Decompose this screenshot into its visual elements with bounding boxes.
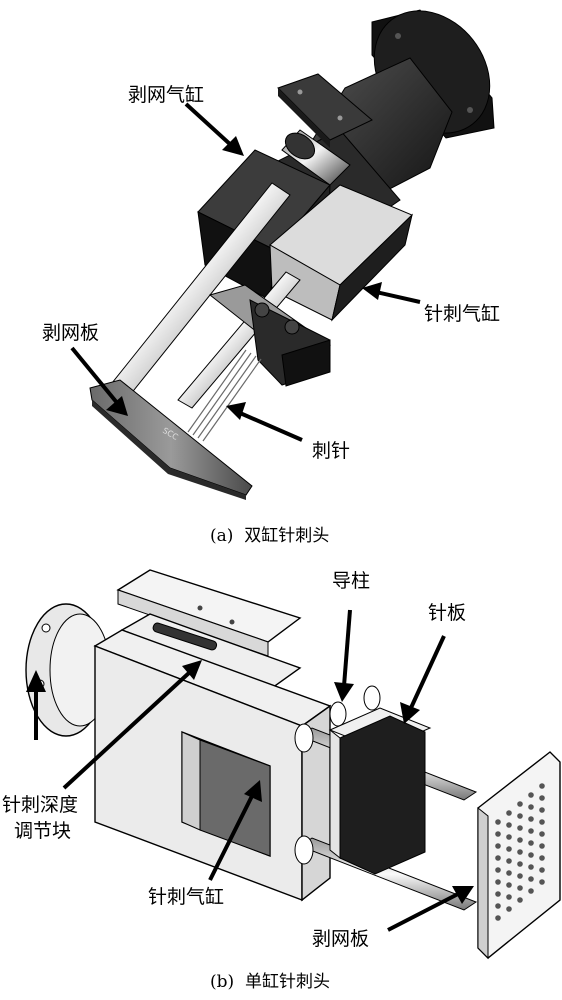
strip-plate-hole <box>517 801 523 807</box>
strip-plate-hole <box>495 867 501 873</box>
strip-plate-hole <box>495 843 501 849</box>
arrow-needle-cylinder <box>208 795 254 881</box>
strip-plate-hole <box>539 867 545 873</box>
arrow-strip-plate <box>70 346 120 406</box>
caption-a: (a) 双缸针刺头 <box>210 526 329 546</box>
label-needle-cylinder: 针刺气缸 <box>424 303 501 325</box>
caption-b-text: 单缸针刺头 <box>244 972 330 992</box>
strip-plate-hole <box>506 822 512 828</box>
arrow-needle-plate <box>408 635 446 711</box>
strip-plate-hole <box>528 792 534 798</box>
strip-plate-hole <box>517 849 523 855</box>
label-strip-plate-b: 剥网板 <box>312 928 370 950</box>
caption-b-tag: (b) <box>210 972 235 992</box>
strip-plate-hole <box>517 861 523 867</box>
label-guide-post: 导柱 <box>332 570 371 592</box>
strip-plate: SCC <box>89 379 253 500</box>
caption-a-text: 双缸针刺头 <box>244 526 330 546</box>
top-mount-plate <box>277 73 373 148</box>
strip-plate-hole <box>539 855 545 861</box>
strip-plate-hole <box>539 795 545 801</box>
strip-plate-hole <box>506 906 512 912</box>
cylinder-shaft <box>281 129 351 186</box>
strip-plate-hole <box>506 870 512 876</box>
strip-plate-hole <box>495 915 501 921</box>
strip-plate-hole <box>539 783 545 789</box>
strip-plate-hole <box>506 846 512 852</box>
strip-plate-hole <box>495 879 501 885</box>
strip-plate-hole <box>528 804 534 810</box>
strip-plate-hole <box>495 831 501 837</box>
label-needles: 刺针 <box>312 440 351 462</box>
figure-a-double-cylinder-head: SCC 剥网气缸 针刺气缸 剥网板 刺针 (a) 双缸针刺头 <box>42 9 501 546</box>
strip-plate-hole <box>506 894 512 900</box>
strip-plate-hole <box>539 819 545 825</box>
needle-plate <box>328 707 432 875</box>
arrow-guide-post <box>342 609 352 687</box>
strip-plate-hole <box>495 855 501 861</box>
arrow-needle-cylinder <box>375 290 421 304</box>
arrow-strip-cylinder <box>184 102 234 148</box>
needles <box>187 349 262 442</box>
strip-plate-hole <box>517 825 523 831</box>
strip-plate-hole <box>528 876 534 882</box>
strip-plate-hole <box>539 807 545 813</box>
strip-plate-hole <box>506 858 512 864</box>
strip-plate-hole <box>528 852 534 858</box>
label-needle-plate: 针板 <box>428 602 467 624</box>
strip-plate-hole <box>517 873 523 879</box>
strip-plate-holes <box>495 783 545 921</box>
strip-plate-hole <box>506 810 512 816</box>
strip-plate-hole <box>517 885 523 891</box>
label-needle-cylinder-b: 针刺气缸 <box>148 886 225 908</box>
strip-plate-hole <box>528 888 534 894</box>
figure-b-single-cylinder-head: 导柱 针板 针刺深度 调节块 针刺气缸 剥网板 (b) 单缸针刺头 <box>0 560 562 1000</box>
strip-plate-hole <box>539 879 545 885</box>
strip-plate-hole <box>517 813 523 819</box>
strip-plate-hole <box>539 831 545 837</box>
strip-plate-hole <box>495 903 501 909</box>
needle-holder-block <box>208 284 331 387</box>
strip-plate-hole <box>495 891 501 897</box>
label-depth-block-line2: 调节块 <box>14 820 72 842</box>
callout-arrows-b <box>26 609 474 932</box>
callout-arrows <box>70 102 421 442</box>
label-strip-plate: 剥网板 <box>42 322 100 344</box>
strip-plate-hole <box>517 837 523 843</box>
strip-plate-hole <box>517 897 523 903</box>
label-strip-cylinder: 剥网气缸 <box>128 84 205 106</box>
strip-plate-hole <box>528 840 534 846</box>
front-strip-plate <box>477 751 561 960</box>
arrow-strip-plate <box>387 892 459 932</box>
figure-b-drawing <box>25 569 561 960</box>
label-depth-block-line1: 针刺深度 <box>2 794 79 816</box>
strip-plate-hole <box>506 882 512 888</box>
needle-cylinder-block <box>269 184 413 322</box>
strip-plate-hole <box>528 864 534 870</box>
arrow-needles <box>239 411 303 442</box>
caption-b: (b) 单缸针刺头 <box>210 972 330 992</box>
arrow-depth-block <box>62 670 192 790</box>
strip-plate-hole <box>528 816 534 822</box>
strip-plate-hole <box>506 834 512 840</box>
figure-a-drawing: SCC <box>70 9 495 500</box>
housing-top-plate <box>116 569 302 657</box>
strip-plate-hole <box>528 828 534 834</box>
strip-plate-hole <box>495 819 501 825</box>
strip-plate-hole <box>539 843 545 849</box>
caption-a-tag: (a) <box>210 526 234 546</box>
